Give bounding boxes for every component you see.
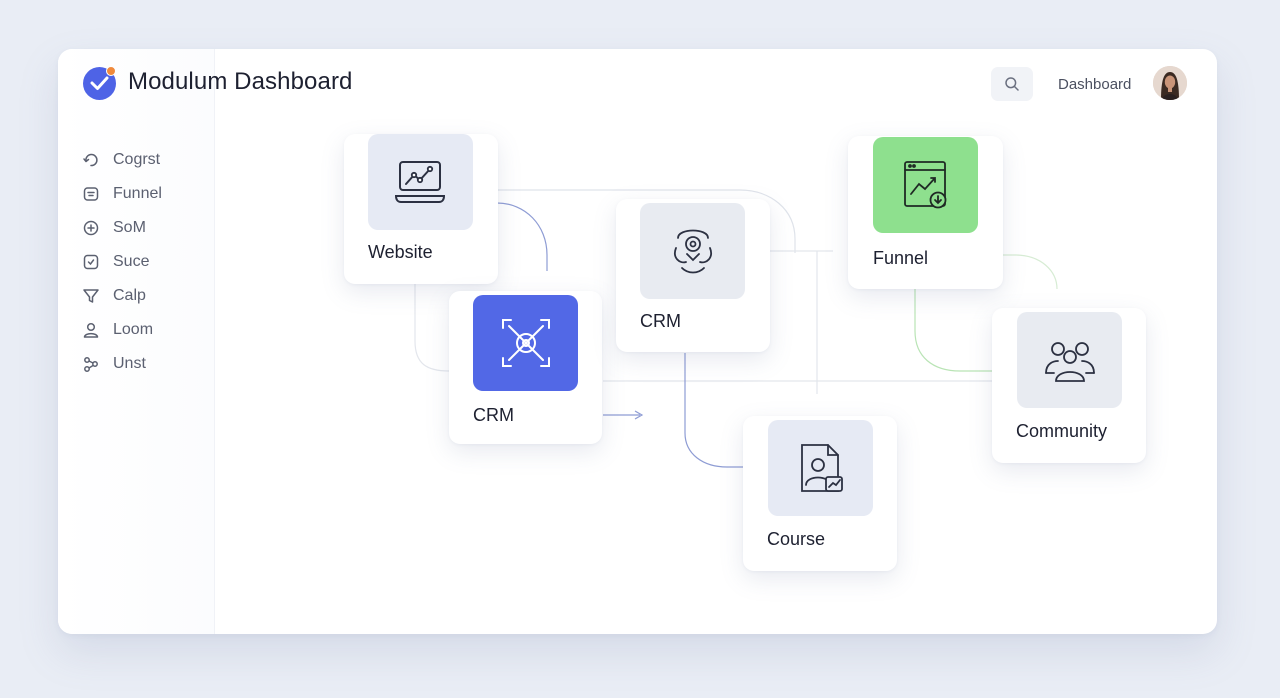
- node-label: Funnel: [873, 248, 929, 268]
- funnel-box-icon: [83, 187, 99, 201]
- node-label: CRM: [473, 405, 514, 425]
- crm-network-icon: [501, 319, 550, 367]
- node-tile: [873, 137, 978, 233]
- sidebar-item-label: SoM: [113, 219, 146, 236]
- node-tile: [1017, 312, 1122, 408]
- sidebar-item-label: Funnel: [113, 185, 162, 202]
- sidebar-item-cogrst[interactable]: Cogrst: [82, 149, 202, 171]
- rotate-icon: [83, 153, 98, 167]
- node-crm-primary[interactable]: CRM: [449, 291, 602, 444]
- node-community[interactable]: Community: [992, 308, 1146, 463]
- dashboard-link[interactable]: Dashboard: [1058, 76, 1132, 93]
- plus-circle-icon: [83, 220, 99, 236]
- community-icon: [1044, 342, 1095, 382]
- node-website[interactable]: Website: [344, 134, 498, 284]
- node-label: Community: [1016, 421, 1108, 441]
- node-crm-secondary[interactable]: CRM: [616, 199, 770, 352]
- sidebar-item-label: Calp: [113, 287, 146, 304]
- sidebar-item-label: Loom: [113, 321, 154, 338]
- workflow-canvas[interactable]: Website CRM CRM Funnel: [215, 49, 1217, 634]
- search-button[interactable]: [991, 67, 1033, 101]
- page-title: Modulum Dashboard: [128, 68, 353, 95]
- node-funnel[interactable]: Funnel: [848, 136, 1003, 289]
- user-avatar[interactable]: [1153, 66, 1187, 100]
- node-tile: [368, 134, 473, 230]
- sidebar: Cogrst Funnel SoM Suce Calp Loom: [58, 49, 215, 634]
- sidebar-item-label: Cogrst: [113, 151, 161, 168]
- connection-wires: [414, 189, 1058, 468]
- sidebar-item-unst[interactable]: Unst: [82, 353, 202, 375]
- node-tile: [473, 295, 578, 391]
- filter-icon: [83, 289, 99, 303]
- crm-hub-icon: [673, 229, 712, 274]
- sidebar-item-funnel[interactable]: Funnel: [82, 183, 202, 205]
- website-analytics-icon: [394, 161, 445, 203]
- sidebar-item-som[interactable]: SoM: [82, 217, 202, 239]
- node-label: CRM: [640, 311, 681, 331]
- check-square-icon: [83, 254, 99, 270]
- share-icon: [84, 357, 98, 372]
- sidebar-item-suce[interactable]: Suce: [82, 251, 202, 273]
- funnel-analytics-icon: [903, 161, 946, 209]
- node-tile: [640, 203, 745, 299]
- sidebar-item-label: Suce: [113, 253, 150, 270]
- course-icon: [800, 444, 843, 492]
- node-course[interactable]: Course: [743, 416, 897, 571]
- node-tile: [768, 420, 873, 516]
- node-label: Course: [767, 529, 826, 549]
- sidebar-item-calp[interactable]: Calp: [82, 285, 202, 307]
- app-window: Cogrst Funnel SoM Suce Calp Loom: [58, 49, 1217, 634]
- user-icon: [83, 322, 99, 338]
- notification-dot: [106, 66, 116, 76]
- search-icon: [1005, 77, 1019, 91]
- sidebar-item-loom[interactable]: Loom: [82, 319, 202, 341]
- sidebar-item-label: Unst: [113, 355, 146, 372]
- node-label: Website: [368, 242, 433, 262]
